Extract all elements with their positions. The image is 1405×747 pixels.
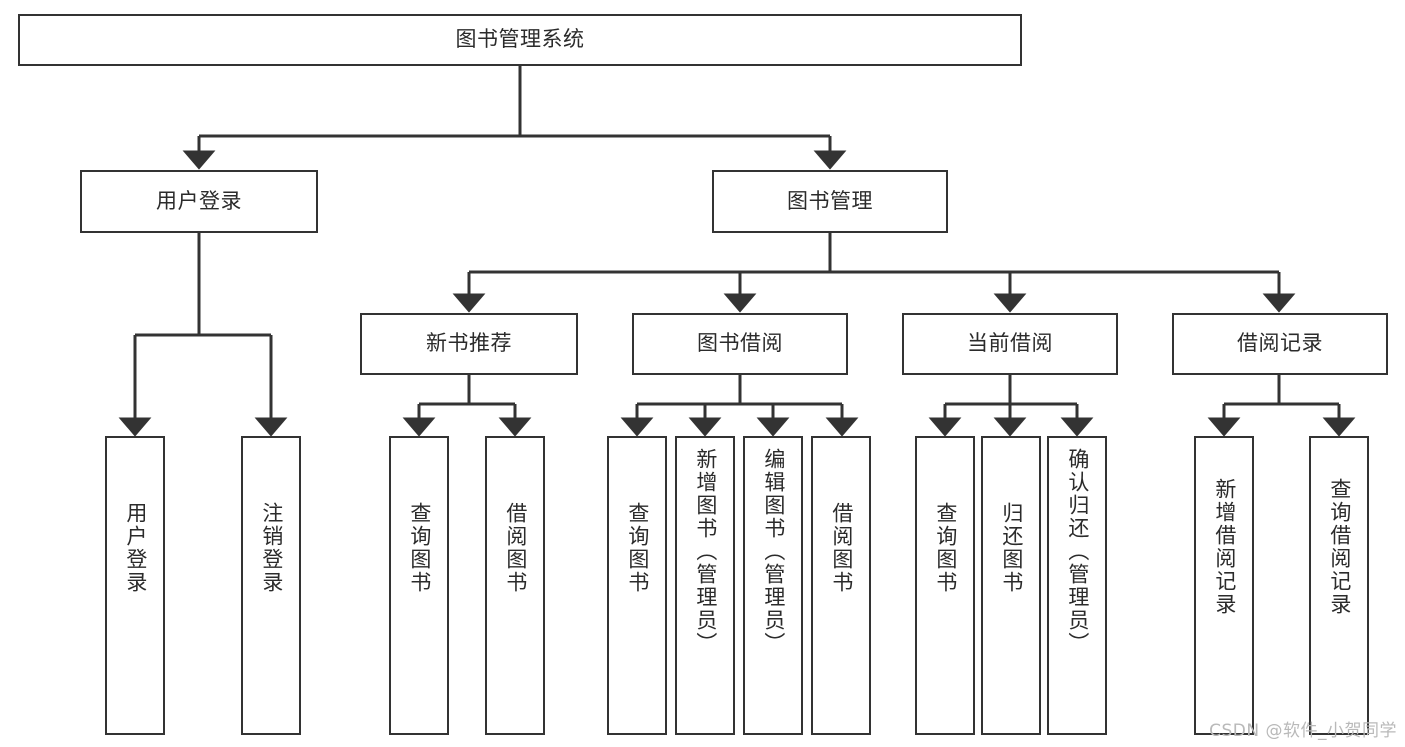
leaf-record-add-label: 新增借阅记录 <box>1212 478 1237 616</box>
leaf-user-login-label: 用户登录 <box>123 502 148 594</box>
leaf-user-login[interactable]: 用户登录 <box>105 436 165 735</box>
leaf-current-confirm-return-label: 确认归还（管理员） <box>1065 448 1090 655</box>
node-current-borrow-label: 当前借阅 <box>967 331 1053 356</box>
leaf-borrow-query-book-label: 查询图书 <box>625 502 650 594</box>
leaf-record-query[interactable]: 查询借阅记录 <box>1309 436 1369 735</box>
leaf-current-query-book[interactable]: 查询图书 <box>915 436 975 735</box>
leaf-borrow-edit-book[interactable]: 编辑图书（管理员） <box>743 436 803 735</box>
node-new-book-recommend[interactable]: 新书推荐 <box>360 313 578 375</box>
leaf-record-query-label: 查询借阅记录 <box>1327 478 1352 616</box>
leaf-borrow-add-book-label: 新增图书（管理员） <box>693 448 718 655</box>
leaf-user-logout[interactable]: 注销登录 <box>241 436 301 735</box>
leaf-user-logout-label: 注销登录 <box>259 502 284 594</box>
node-user-login[interactable]: 用户登录 <box>80 170 318 233</box>
node-borrow-record[interactable]: 借阅记录 <box>1172 313 1388 375</box>
leaf-new-book-query-label: 查询图书 <box>407 502 432 594</box>
leaf-borrow-borrow-book[interactable]: 借阅图书 <box>811 436 871 735</box>
leaf-borrow-borrow-book-label: 借阅图书 <box>829 502 854 594</box>
leaf-current-return-book[interactable]: 归还图书 <box>981 436 1041 735</box>
node-current-borrow[interactable]: 当前借阅 <box>902 313 1118 375</box>
leaf-new-book-borrow-label: 借阅图书 <box>503 502 528 594</box>
leaf-current-confirm-return[interactable]: 确认归还（管理员） <box>1047 436 1107 735</box>
node-user-login-label: 用户登录 <box>156 188 242 213</box>
leaf-new-book-borrow[interactable]: 借阅图书 <box>485 436 545 735</box>
node-root[interactable]: 图书管理系统 <box>18 14 1022 66</box>
leaf-current-query-book-label: 查询图书 <box>933 502 958 594</box>
node-book-borrow-label: 图书借阅 <box>697 331 783 356</box>
leaf-borrow-query-book[interactable]: 查询图书 <box>607 436 667 735</box>
leaf-new-book-query[interactable]: 查询图书 <box>389 436 449 735</box>
leaf-borrow-add-book[interactable]: 新增图书（管理员） <box>675 436 735 735</box>
node-root-label: 图书管理系统 <box>455 27 585 52</box>
leaf-borrow-edit-book-label: 编辑图书（管理员） <box>761 448 786 655</box>
node-new-book-recommend-label: 新书推荐 <box>426 331 512 356</box>
node-book-management[interactable]: 图书管理 <box>712 170 948 233</box>
watermark: CSDN @软件_小贺同学 <box>1209 721 1397 741</box>
leaf-current-return-book-label: 归还图书 <box>999 502 1024 594</box>
node-book-management-label: 图书管理 <box>787 188 873 213</box>
node-borrow-record-label: 借阅记录 <box>1237 331 1323 356</box>
leaf-record-add[interactable]: 新增借阅记录 <box>1194 436 1254 735</box>
node-book-borrow[interactable]: 图书借阅 <box>632 313 848 375</box>
